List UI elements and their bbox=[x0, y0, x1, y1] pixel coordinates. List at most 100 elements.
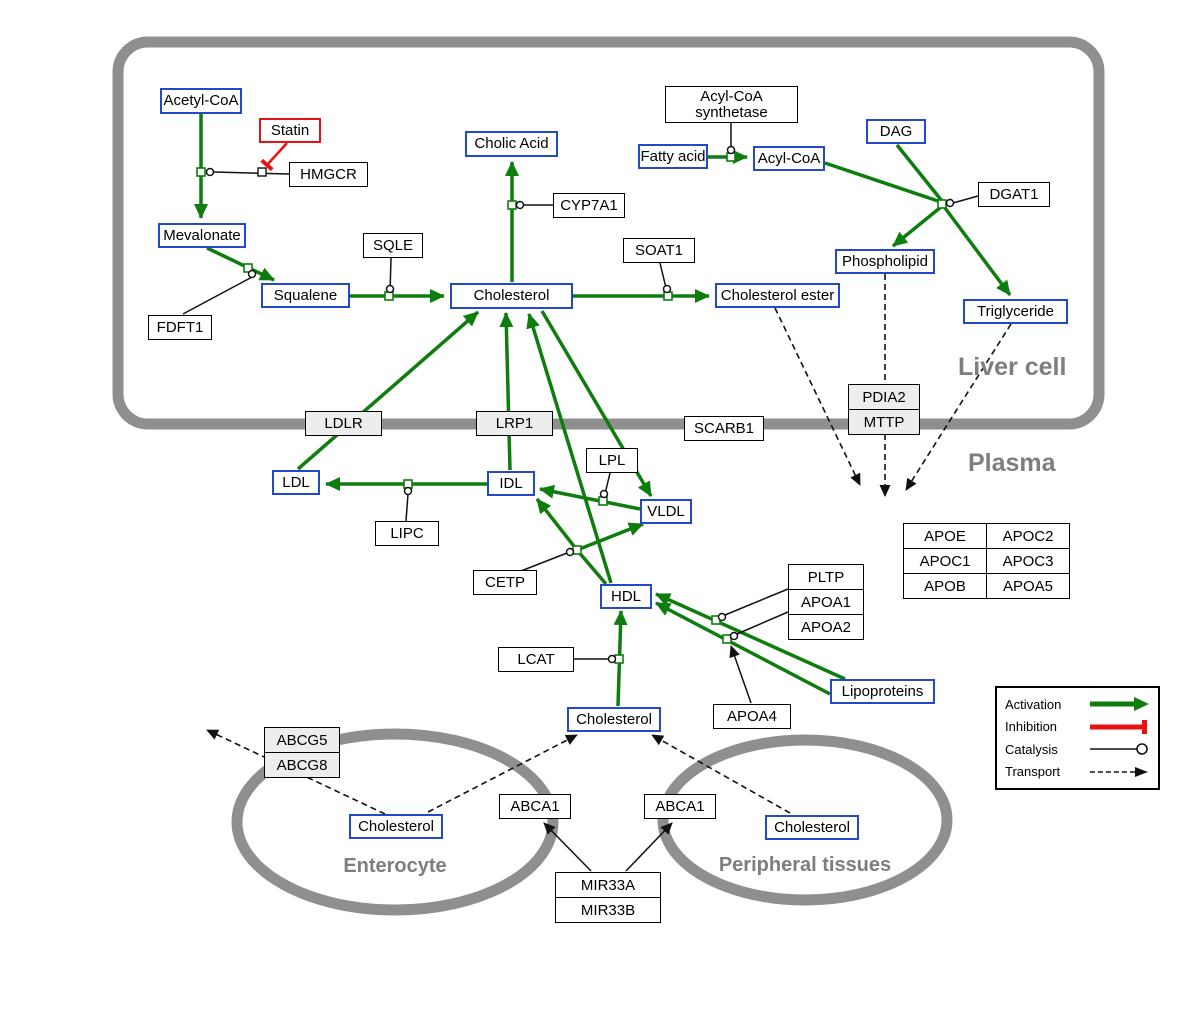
peripheral-tissues-label: Peripheral tissues bbox=[718, 854, 892, 876]
node-statin[interactable]: Statin bbox=[259, 118, 321, 143]
reaction-node-cyp7a1 bbox=[507, 200, 517, 210]
catalysis-circle-hmgcr bbox=[205, 167, 215, 177]
link-mir33-abca1-left bbox=[543, 822, 592, 872]
catalysis-circle-dgat1 bbox=[945, 198, 955, 208]
node-lcat[interactable]: LCAT bbox=[498, 647, 574, 672]
edge-ldl-cholesterol-via-ldlr bbox=[296, 310, 480, 471]
node-acetyl-coa[interactable]: Acetyl-CoA bbox=[160, 88, 242, 114]
node-abcg8[interactable]: ABCG8 bbox=[264, 752, 340, 778]
node-abca1-right[interactable]: ABCA1 bbox=[644, 794, 716, 819]
node-mevalonate[interactable]: Mevalonate bbox=[158, 223, 246, 248]
node-cholesterol-peripheral[interactable]: Cholesterol bbox=[765, 815, 859, 840]
node-pltp[interactable]: PLTP bbox=[788, 564, 864, 590]
transport-cholesterol-enterocyte-to-plasma bbox=[427, 734, 578, 813]
catalysis-circle-lipc bbox=[403, 486, 413, 496]
catalysis-circle-sqle bbox=[385, 284, 395, 294]
node-lipc[interactable]: LIPC bbox=[375, 521, 439, 546]
node-scarb1[interactable]: SCARB1 bbox=[684, 416, 764, 441]
node-apoc1[interactable]: APOC1 bbox=[903, 548, 987, 574]
node-ldlr[interactable]: LDLR bbox=[305, 411, 382, 436]
node-squalene[interactable]: Squalene bbox=[261, 283, 350, 308]
reaction-node-cetp bbox=[572, 545, 582, 555]
node-acyl-coa-synthetase[interactable]: Acyl-CoA synthetase bbox=[665, 86, 798, 123]
catalysis-cetp bbox=[520, 552, 568, 572]
node-hdl[interactable]: HDL bbox=[600, 584, 652, 609]
node-idl[interactable]: IDL bbox=[487, 471, 535, 496]
node-apob[interactable]: APOB bbox=[903, 573, 987, 599]
node-fdft1[interactable]: FDFT1 bbox=[148, 315, 212, 340]
node-mir33b[interactable]: MIR33B bbox=[555, 897, 661, 923]
node-apoc3[interactable]: APOC3 bbox=[986, 548, 1070, 574]
enterocyte-label: Enterocyte bbox=[343, 855, 447, 877]
node-vldl[interactable]: VLDL bbox=[640, 499, 692, 524]
node-apoe[interactable]: APOE bbox=[903, 523, 987, 549]
reaction-node-fdft1 bbox=[243, 263, 253, 273]
acyl-coa-synthetase-line2: synthetase bbox=[695, 103, 768, 121]
transport-cholesterol-enterocyte-efflux bbox=[206, 729, 386, 815]
legend-inhibition-label: Inhibition bbox=[1005, 719, 1058, 735]
node-apoa5[interactable]: APOA5 bbox=[986, 573, 1070, 599]
stack-mir33: MIR33A MIR33B bbox=[555, 872, 661, 923]
inhibition-statin-hmgcr bbox=[266, 142, 288, 166]
plasma-label: Plasma bbox=[968, 449, 1056, 477]
node-dgat1[interactable]: DGAT1 bbox=[978, 182, 1050, 207]
node-mttp[interactable]: MTTP bbox=[848, 409, 920, 435]
node-lrp1[interactable]: LRP1 bbox=[476, 411, 553, 436]
legend: Activation Inhibition Catalysis Transpor… bbox=[995, 686, 1160, 790]
edge-dgat1node-triglyceride bbox=[943, 206, 1012, 297]
node-hmgcr[interactable]: HMGCR bbox=[289, 162, 368, 187]
reaction-node-hmgcr bbox=[196, 167, 206, 177]
node-cholesterol-liver[interactable]: Cholesterol bbox=[450, 283, 573, 309]
node-cholesterol-enterocyte[interactable]: Cholesterol bbox=[349, 814, 443, 839]
node-pdia2[interactable]: PDIA2 bbox=[848, 384, 920, 410]
node-dag[interactable]: DAG bbox=[866, 119, 926, 144]
inhibition-statin-tbar bbox=[260, 158, 274, 172]
node-acyl-coa[interactable]: Acyl-CoA bbox=[753, 146, 825, 171]
node-apoa2[interactable]: APOA2 bbox=[788, 614, 864, 640]
node-sqle[interactable]: SQLE bbox=[363, 233, 423, 258]
node-lipoproteins[interactable]: Lipoproteins bbox=[830, 679, 935, 704]
liver-cell-label: Liver cell bbox=[958, 353, 1067, 381]
legend-activation: Activation bbox=[1005, 693, 1150, 715]
edge-dgat1node-phospholipid bbox=[891, 205, 943, 248]
node-fatty-acid[interactable]: Fatty acid bbox=[638, 144, 708, 169]
node-cyp7a1[interactable]: CYP7A1 bbox=[553, 193, 625, 218]
apolipoprotein-table: APOE APOC2 APOC1 APOC3 APOB APOA5 bbox=[903, 523, 1070, 599]
peripheral-tissues-compartment bbox=[657, 734, 953, 906]
node-mir33a[interactable]: MIR33A bbox=[555, 872, 661, 898]
node-phospholipid[interactable]: Phospholipid bbox=[835, 249, 935, 274]
enterocyte-compartment bbox=[231, 728, 559, 916]
inhibition-tbar-icon bbox=[1090, 719, 1147, 734]
node-ldl[interactable]: LDL bbox=[272, 470, 320, 495]
node-cetp[interactable]: CETP bbox=[473, 570, 537, 595]
edge-vldl-idl bbox=[539, 484, 641, 511]
stack-abcg5-abcg8: ABCG5 ABCG8 bbox=[264, 727, 340, 778]
node-triglyceride[interactable]: Triglyceride bbox=[963, 299, 1068, 324]
node-cholesterol-ester[interactable]: Cholesterol ester bbox=[715, 283, 840, 308]
link-apoa4 bbox=[729, 645, 752, 704]
catalysis-fdft1 bbox=[182, 275, 255, 315]
transport-cholesterolester-to-plasma bbox=[774, 307, 861, 486]
node-apoc2[interactable]: APOC2 bbox=[986, 523, 1070, 549]
catalysis-lipc bbox=[405, 493, 409, 522]
node-lpl[interactable]: LPL bbox=[586, 448, 638, 473]
node-abca1-left[interactable]: ABCA1 bbox=[499, 794, 571, 819]
link-pltp-apoa1-upper bbox=[724, 588, 789, 616]
catalysis-dgat1 bbox=[952, 195, 979, 204]
transport-triglyceride-to-plasma bbox=[905, 323, 1012, 491]
node-cholesterol-plasma[interactable]: Cholesterol bbox=[567, 707, 661, 732]
legend-catalysis: Catalysis bbox=[1005, 738, 1150, 760]
edge-mevalonate-squalene bbox=[206, 246, 275, 282]
edge-lipoproteins-hdl-upper bbox=[655, 592, 846, 681]
acyl-coa-synthetase-line1: Acyl-CoA bbox=[700, 87, 763, 105]
node-soat1[interactable]: SOAT1 bbox=[623, 238, 695, 263]
transport-cholesterol-peripheral-to-plasma bbox=[651, 734, 791, 814]
edge-idl-cholesterol-via-lrp1 bbox=[499, 312, 514, 471]
node-cholic-acid[interactable]: Cholic Acid bbox=[465, 131, 558, 157]
link-apoa2-lower bbox=[736, 611, 789, 635]
node-apoa1[interactable]: APOA1 bbox=[788, 589, 864, 615]
node-apoa4[interactable]: APOA4 bbox=[713, 704, 791, 729]
node-abcg5[interactable]: ABCG5 bbox=[264, 727, 340, 753]
stack-pltp-apoa1-apoa2: PLTP APOA1 APOA2 bbox=[788, 564, 864, 640]
